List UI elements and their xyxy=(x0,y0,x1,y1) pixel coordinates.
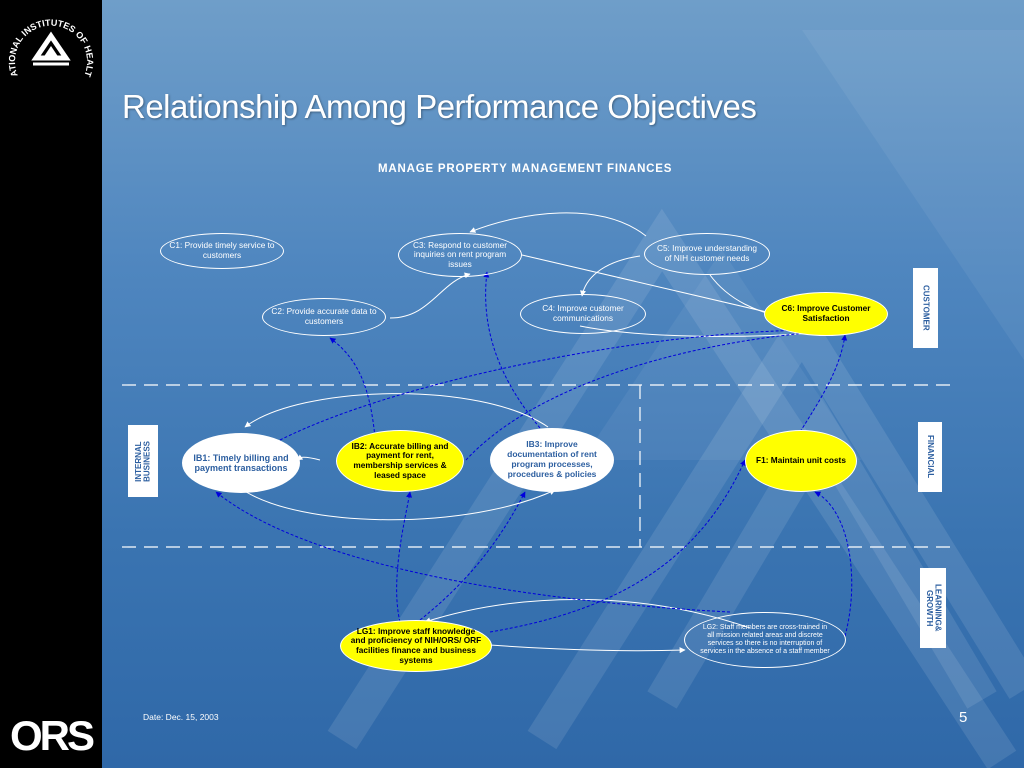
node-c4: C4: Improve customer communications xyxy=(520,294,646,334)
arrow-lg1-ib3 xyxy=(419,491,526,621)
arrow-c5-c4 xyxy=(580,255,641,297)
arrow-lg1-ib2 xyxy=(396,491,413,623)
arrow-ib2-ib1 xyxy=(296,454,321,461)
arrow-c5-c3 xyxy=(469,212,647,237)
page-title: Relationship Among Performance Objective… xyxy=(122,88,757,125)
perspective-label-learning-growth: LEARNING& GROWTH xyxy=(920,568,946,648)
arrow-f1-c6 xyxy=(799,334,848,433)
slide-number: 5 xyxy=(959,709,968,726)
perspective-label-internal-business: INTERNAL BUSINESS xyxy=(128,425,158,497)
arrow-c2-c3 xyxy=(389,272,471,319)
node-c5: C5: Improve understanding of NIH custome… xyxy=(644,233,770,275)
node-c1: C1: Provide timely service to customers xyxy=(160,233,284,269)
arrow-lg1-f1 xyxy=(489,459,746,633)
perspective-label-financial: FINANCIAL xyxy=(918,422,942,492)
arrow-ib3-ib1 xyxy=(244,393,549,428)
nih-seal-logo: NATIONAL INSTITUTES OF HEALTH xyxy=(6,6,95,79)
date-label: Date: Dec. 15, 2003 xyxy=(143,712,219,722)
node-c2: C2: Provide accurate data to customers xyxy=(262,298,386,336)
perspective-label-customer: CUSTOMER xyxy=(913,268,938,348)
arrow-ib2-c6 xyxy=(465,328,831,461)
node-ib3: IB3: Improve documentation of rent progr… xyxy=(490,428,614,492)
arrow-ib1-ib3 xyxy=(239,487,556,521)
ors-logo: ORS xyxy=(10,712,95,759)
section-dividers xyxy=(122,384,958,548)
node-c6: C6: Improve Customer Satisfaction xyxy=(764,292,888,336)
arrow-lg2-f1 xyxy=(814,491,853,637)
diagram-subtitle: MANAGE PROPERTY MANAGEMENT FINANCES xyxy=(378,163,673,175)
arrow-lg1-lg2 xyxy=(489,644,686,654)
arrow-ib1-c6 xyxy=(279,327,821,441)
node-lg2: LG2: Staff members are cross-trained in … xyxy=(684,612,846,668)
node-ib2: IB2: Accurate billing and payment for re… xyxy=(336,430,464,492)
arrow-ib3-c3 xyxy=(483,271,541,429)
node-f1: F1: Maintain unit costs xyxy=(745,430,857,492)
sidebar: NATIONAL INSTITUTES OF HEALTH ORS xyxy=(0,0,102,768)
arrow-lg2-lg1 xyxy=(424,598,751,629)
node-c3: C3: Respond to customer inquiries on ren… xyxy=(398,233,522,277)
arrow-ib2-c2 xyxy=(329,337,376,438)
node-lg1: LG1: Improve staff knowledge and profici… xyxy=(340,620,492,672)
node-ib1: IB1: Timely billing and payment transact… xyxy=(182,433,300,493)
